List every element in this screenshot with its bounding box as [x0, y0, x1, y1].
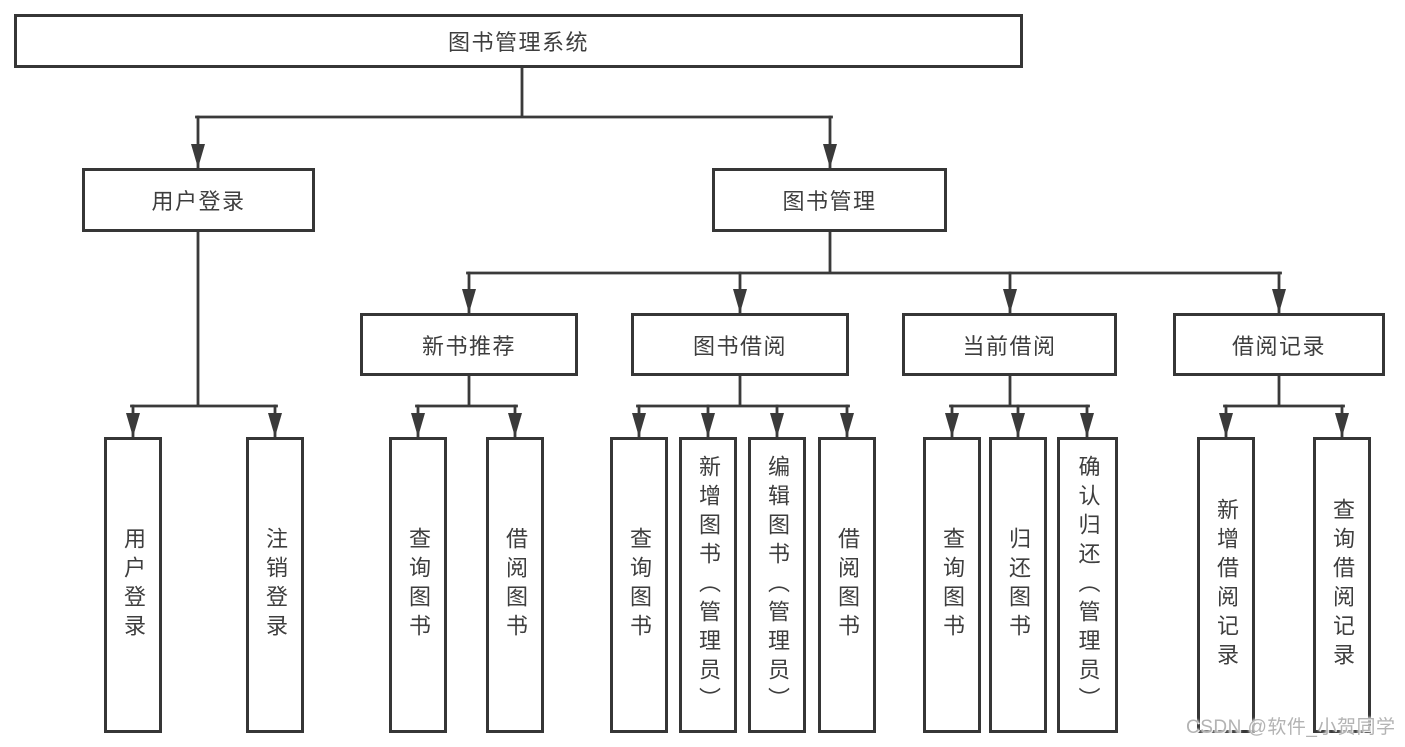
leaf-return-book: 归还图书 — [989, 437, 1047, 733]
leaf-borrow-books-recommend: 借阅图书 — [486, 437, 544, 733]
leaf-label: 新增图书（管理员） — [696, 454, 721, 716]
leaf-query-books-borrow: 查询图书 — [610, 437, 668, 733]
leaf-label: 归还图书 — [1006, 527, 1031, 643]
leaf-user-login: 用户登录 — [104, 437, 162, 733]
node-borrow-records: 借阅记录 — [1173, 313, 1385, 376]
leaf-borrow-books: 借阅图书 — [818, 437, 876, 733]
leaf-label: 新增借阅记录 — [1214, 498, 1239, 672]
node-root-system: 图书管理系统 — [14, 14, 1023, 68]
leaf-label: 用户登录 — [121, 527, 146, 643]
node-book-management: 图书管理 — [712, 168, 947, 232]
leaf-label: 查询借阅记录 — [1330, 498, 1355, 672]
leaf-query-books-recommend: 查询图书 — [389, 437, 447, 733]
leaf-query-borrow-record: 查询借阅记录 — [1313, 437, 1371, 733]
leaf-confirm-return-admin: 确认归还（管理员） — [1057, 437, 1118, 733]
node-new-book-recommend: 新书推荐 — [360, 313, 578, 376]
leaf-label: 查询图书 — [940, 527, 965, 643]
leaf-add-book-admin: 新增图书（管理员） — [679, 437, 737, 733]
node-current-borrow: 当前借阅 — [902, 313, 1117, 376]
node-user-login: 用户登录 — [82, 168, 315, 232]
node-book-borrow: 图书借阅 — [631, 313, 849, 376]
leaf-label: 注销登录 — [263, 527, 288, 643]
leaf-label: 查询图书 — [627, 527, 652, 643]
leaf-label: 借阅图书 — [835, 527, 860, 643]
leaf-logout: 注销登录 — [246, 437, 304, 733]
leaf-label: 借阅图书 — [503, 527, 528, 643]
leaf-add-borrow-record: 新增借阅记录 — [1197, 437, 1255, 733]
leaf-label: 查询图书 — [406, 527, 431, 643]
leaf-label: 编辑图书（管理员） — [765, 454, 790, 716]
leaf-query-books-current: 查询图书 — [923, 437, 981, 733]
leaf-edit-book-admin: 编辑图书（管理员） — [748, 437, 806, 733]
csdn-watermark: CSDN @软件_小贺同学 — [1186, 717, 1396, 738]
leaf-label: 确认归还（管理员） — [1075, 454, 1101, 716]
